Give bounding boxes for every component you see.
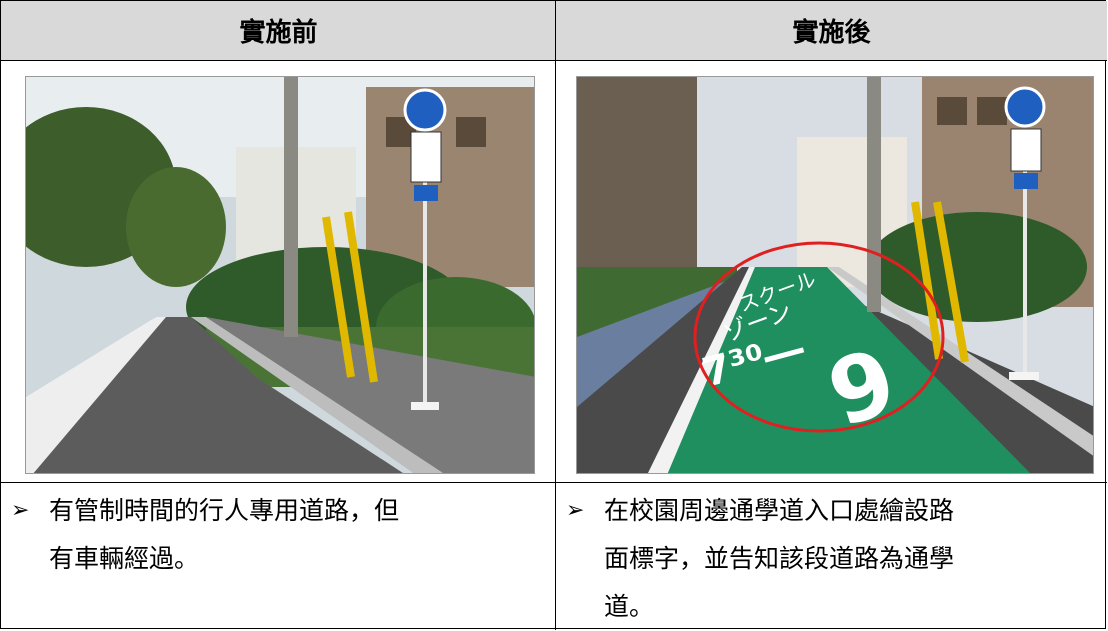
photo-after: スクール ゾーン 7³⁰― 9 bbox=[576, 76, 1094, 474]
column-divider bbox=[555, 1, 556, 630]
photo-before bbox=[25, 76, 535, 474]
note-before-line-2: 有車輛經過。 bbox=[49, 544, 200, 573]
header-after-label: 實施後 bbox=[792, 18, 871, 48]
bullet-arrow-icon: ➢ bbox=[11, 498, 30, 523]
header-after: 實施後 bbox=[556, 1, 1107, 61]
note-before-line-1: 有管制時間的行人專用道路，但 bbox=[49, 496, 400, 525]
header-before-label: 實施前 bbox=[239, 18, 318, 48]
highlight-circle bbox=[693, 241, 945, 433]
row-divider bbox=[1, 482, 1107, 483]
bullet-arrow-icon: ➢ bbox=[566, 498, 585, 523]
before-street-scene bbox=[26, 77, 534, 473]
after-street-scene: スクール ゾーン 7³⁰― 9 bbox=[577, 77, 1093, 473]
note-after-line-2: 面標字，並告知該段道路為通學 bbox=[604, 544, 955, 573]
note-after-line-3: 道。 bbox=[604, 592, 655, 621]
header-before: 實施前 bbox=[1, 1, 556, 61]
note-after-line-1: 在校園周邊通學道入口處繪設路 bbox=[604, 496, 955, 525]
